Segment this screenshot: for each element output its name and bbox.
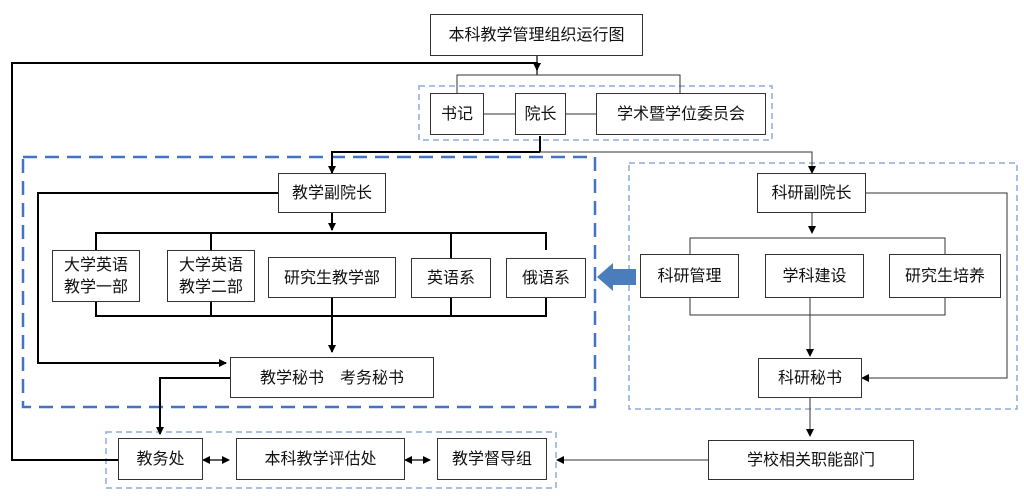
graduate-training-box: 研究生培养 [889, 254, 1001, 298]
research-management-box: 科研管理 [640, 254, 739, 298]
leadership-group-frame [418, 85, 773, 141]
arrow-research-vice-dean-to-secretary [861, 192, 1008, 382]
teaching-group-frame [21, 155, 597, 409]
chart-title: 本科教学管理组织运行图 [430, 14, 643, 56]
arrow-secretaries-to-academic-affairs [156, 377, 230, 435]
research-group-frame [628, 162, 1018, 410]
english-teaching-dept-2-line-2: 教学二部 [178, 277, 243, 296]
teaching-vice-dean-box: 教学副院长 [278, 173, 386, 213]
research-vice-dean-box: 科研副院长 [757, 173, 866, 213]
english-teaching-dept-1-line-2: 教学一部 [63, 277, 128, 296]
teaching-evaluation-office-box: 本科教学评估处 [236, 438, 405, 480]
teaching-branch-bottom [95, 298, 547, 317]
english-teaching-dept-1-line-1: 大学英语 [63, 255, 128, 274]
teaching-branch-top [95, 232, 547, 250]
research-branch-top [689, 237, 946, 254]
arrow-academic-affairs-to-dean [11, 62, 541, 461]
arrow-dean-to-research-vice-dean [540, 151, 816, 174]
arrow-dean-to-teaching-vice-dean [328, 151, 540, 174]
arrow-vice-dean-to-secretaries [37, 192, 278, 367]
connector-leadership-branch [456, 74, 681, 93]
secretary-box: 书记 [430, 93, 484, 135]
english-department-box: 英语系 [411, 258, 491, 298]
academic-affairs-office-box: 教务处 [118, 438, 203, 480]
graduate-teaching-dept-box: 研究生教学部 [268, 257, 396, 298]
english-teaching-dept-1-box: 大学英语 教学一部 [52, 250, 140, 302]
russian-department-box: 俄语系 [506, 258, 586, 298]
research-branch-bottom [689, 298, 946, 316]
dean-box: 院长 [515, 93, 566, 135]
research-secretary-box: 科研秘书 [758, 358, 862, 398]
academic-committee-box: 学术暨学位委员会 [596, 93, 766, 135]
discipline-construction-box: 学科建设 [765, 254, 864, 298]
arrow-research-to-teaching [597, 263, 636, 291]
teaching-supervision-group-box: 教学督导组 [437, 438, 547, 480]
school-departments-box: 学校相关职能部门 [708, 440, 914, 480]
english-teaching-dept-2-line-1: 大学英语 [178, 255, 243, 274]
english-teaching-dept-2-box: 大学英语 教学二部 [167, 250, 255, 302]
teaching-secretaries-box: 教学秘书 考务秘书 [230, 357, 434, 398]
